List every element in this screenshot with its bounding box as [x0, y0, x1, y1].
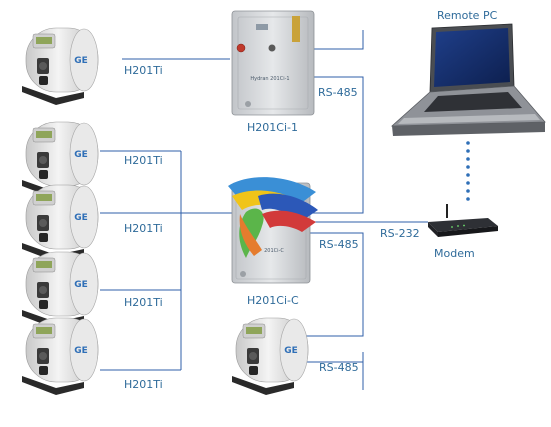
label-h201ti-5: H201Ti: [124, 378, 163, 391]
colorful-logo-graphic: [228, 177, 318, 258]
modem: [428, 204, 498, 237]
label-h201ci-c: H201Ci-C: [247, 294, 299, 307]
controller-h201ci-c: 201Ci-C: [228, 177, 318, 284]
sensor-bottom-right: GE: [231, 317, 309, 396]
label-h201ti-4: H201Ti: [124, 296, 163, 309]
ge-logo: GE: [284, 346, 298, 356]
sensor-h201ti-4: GE: [21, 251, 99, 330]
label-h201ti-2: H201Ti: [124, 154, 163, 167]
ge-logo: GE: [74, 280, 88, 290]
ge-logo: GE: [74, 213, 88, 223]
wireless-link-dots: [466, 141, 470, 201]
label-rs485-top: RS-485: [318, 86, 358, 99]
ge-logo: GE: [74, 56, 88, 66]
label-rs485-mid: RS-485: [319, 238, 359, 251]
controller-h201ci-1: Hydran 201Ci-1: [231, 10, 315, 116]
ci1-brand-text: Hydran 201Ci-1: [250, 76, 289, 82]
sensor-h201ti-2: GE: [21, 121, 99, 200]
label-modem: Modem: [434, 247, 475, 260]
label-rs485-bottom: RS-485: [319, 361, 359, 374]
ge-logo: GE: [74, 346, 88, 356]
label-h201ti-3: H201Ti: [124, 222, 163, 235]
ge-logo: GE: [74, 150, 88, 160]
cic-brand-text: 201Ci-C: [264, 248, 284, 254]
connection-lines: [100, 30, 428, 390]
label-h201ci-1: H201Ci-1: [247, 121, 298, 134]
laptop-remote-pc: [390, 23, 546, 136]
sensor-h201ti-5: GE: [21, 317, 99, 396]
label-remote-pc: Remote PC: [437, 9, 498, 22]
label-rs232: RS-232: [380, 227, 420, 240]
label-h201ti-1: H201Ti: [124, 64, 163, 77]
sensor-h201ti-3: GE: [21, 184, 99, 263]
sensor-h201ti-1: GE: [21, 27, 99, 106]
